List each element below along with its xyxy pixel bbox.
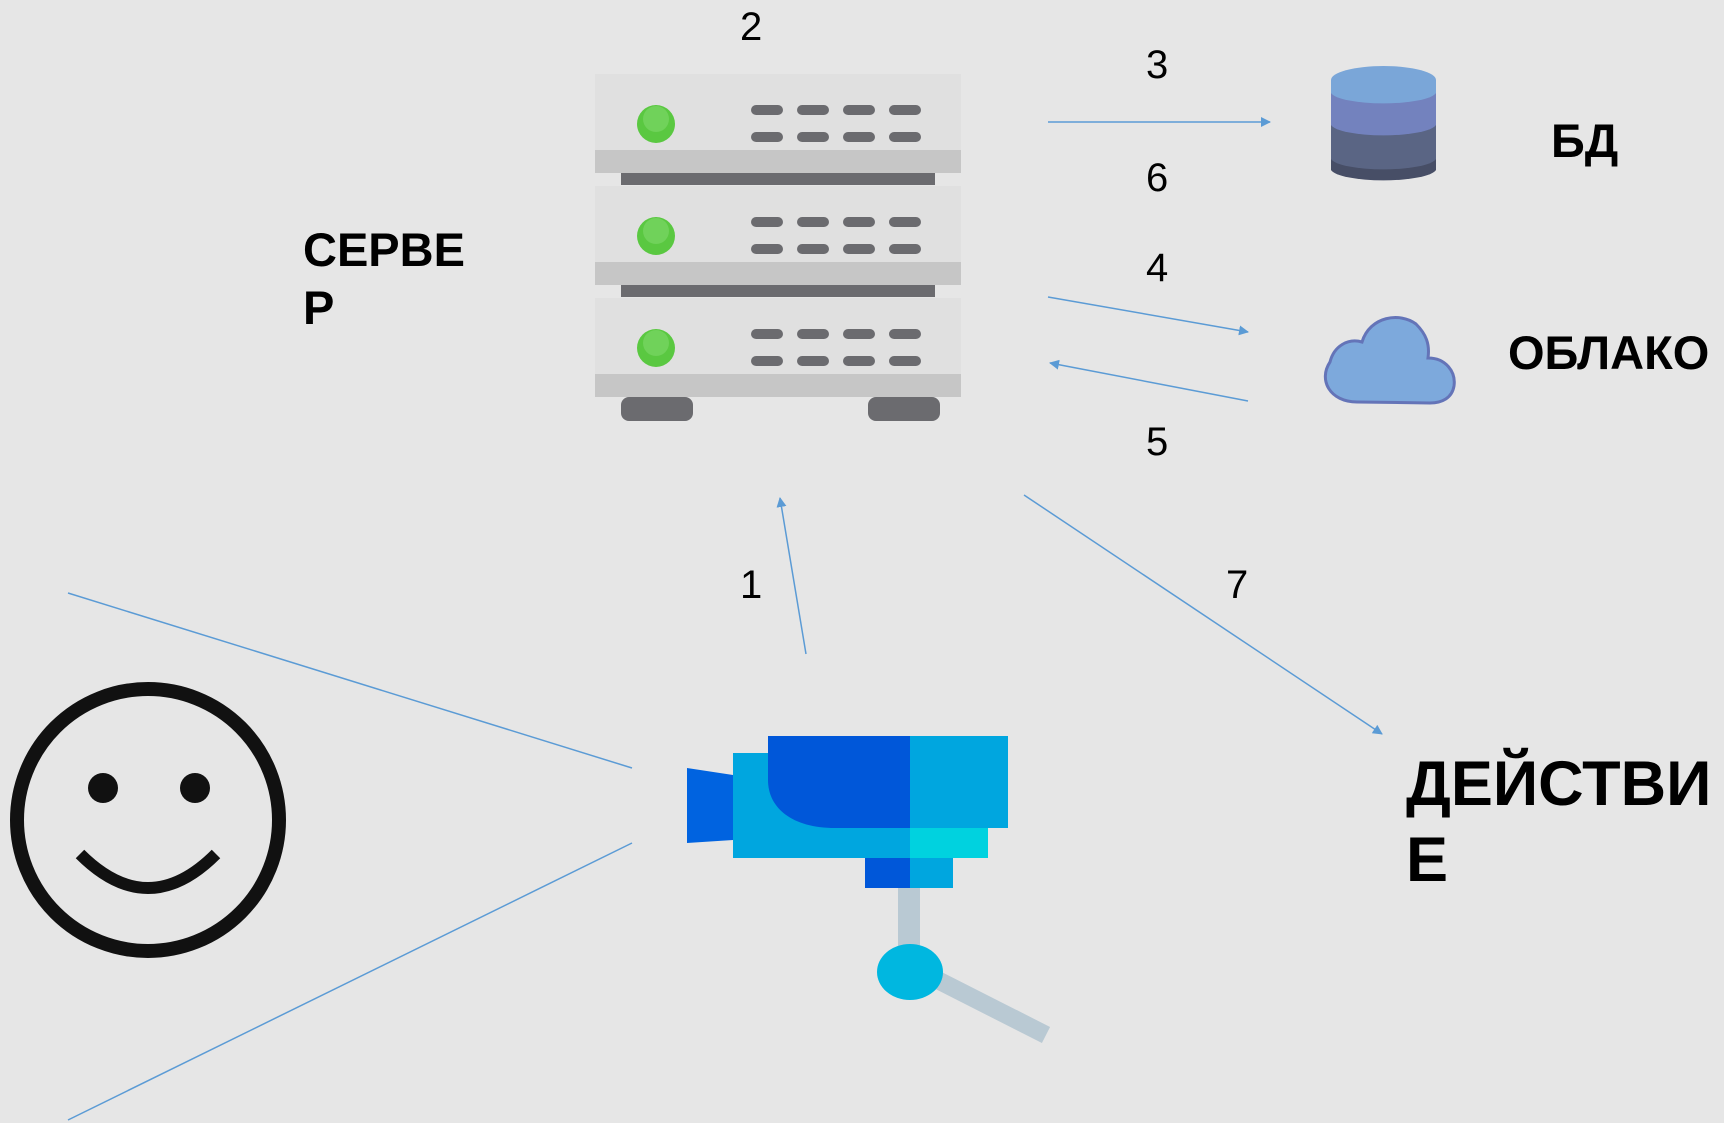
step-7-label: 7 [1226,563,1248,607]
arrow-7-server-to-action [1023,494,1383,735]
step-3-label: 3 [1146,43,1168,87]
smiley-face-icon [10,682,286,958]
step-1-label: 1 [740,563,762,607]
step-6-label: 6 [1146,156,1168,200]
server-label-line2: Р [303,281,334,334]
server-rack-icon [595,74,961,421]
database-icon [1331,66,1436,181]
camera-view-line-top [67,592,633,769]
camera-view-line-bottom [67,842,633,1121]
arrow-1-camera-to-server [776,497,807,655]
cloud-label: ОБЛАКО [1508,326,1709,379]
db-label: БД [1551,114,1618,167]
step-5-label: 5 [1146,420,1168,464]
action-label-line1: ДЕЙСТВИ [1406,748,1711,819]
step-2-label: 2 [740,5,762,49]
cloud-icon [1323,316,1456,405]
arrow-4-server-to-cloud [1047,296,1249,336]
security-camera-icon [687,736,1051,1044]
arrow-5-cloud-to-server [1049,359,1249,402]
step-4-label: 4 [1146,246,1168,290]
server-label-line1: СЕРВЕ [303,223,465,276]
action-label-line2: Е [1406,825,1448,895]
